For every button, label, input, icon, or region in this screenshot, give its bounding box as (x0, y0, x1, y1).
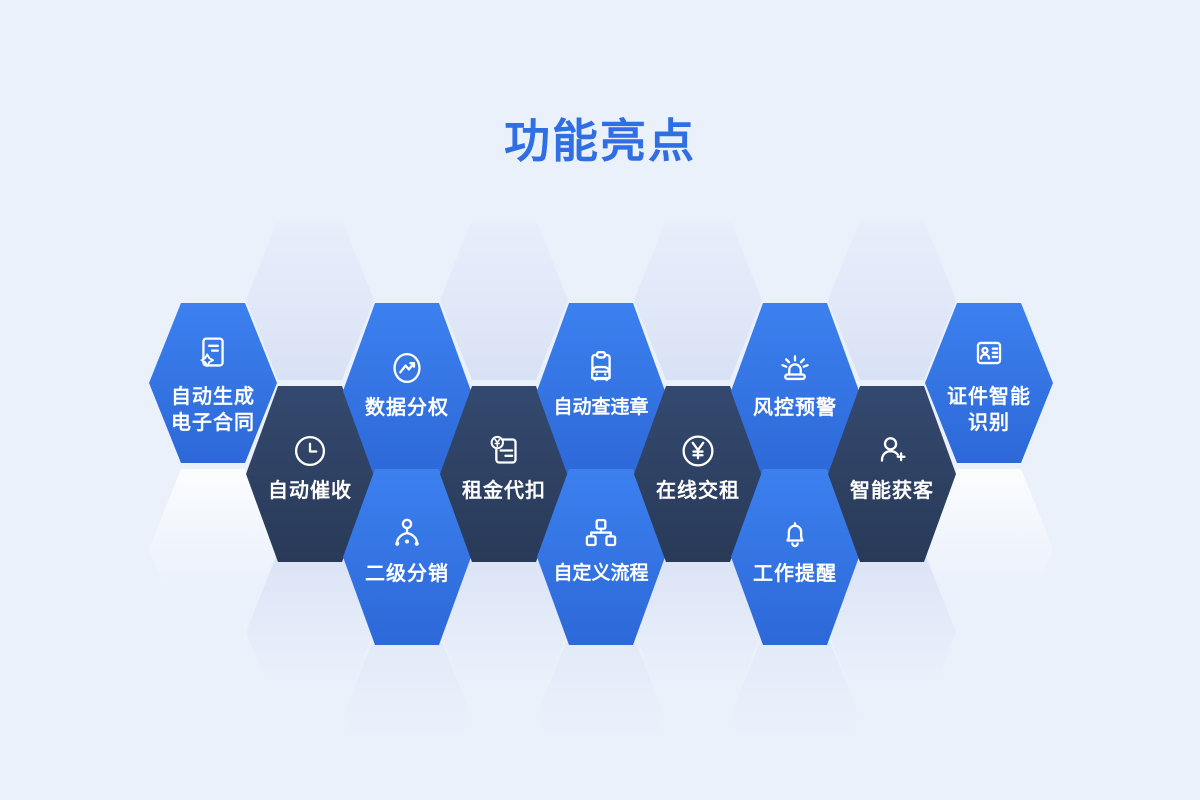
feature-label: 二级分销 (365, 561, 449, 587)
feature-label-line: 自动生成 (171, 386, 255, 408)
feature-label-line: 租金代扣 (462, 480, 546, 502)
flowchart-icon (578, 511, 624, 557)
feature-label-line: 证件智能 (947, 386, 1031, 408)
feature-label-line: 风控预警 (753, 397, 837, 419)
decor-hexagon (440, 220, 568, 380)
feature-label-line: 自动查违章 (553, 397, 649, 418)
trend-circle-icon (384, 345, 430, 391)
feature-label-line: 工作提醒 (753, 563, 837, 585)
feature-label-line: 电子合同 (171, 412, 255, 434)
feature-label-line: 智能获客 (850, 480, 934, 502)
page-title: 功能亮点 (504, 115, 696, 167)
yuan-doc-icon (481, 428, 527, 474)
feature-label-line: 自动催收 (268, 480, 352, 502)
distribution-icon (384, 511, 430, 557)
feature-label-line: 数据分权 (365, 397, 449, 419)
id-card-icon (966, 330, 1012, 376)
yuan-circle-icon (675, 428, 721, 474)
decor-hexagon (634, 220, 762, 380)
feature-label: 租金代扣 (462, 478, 546, 504)
add-user-icon (869, 428, 915, 474)
feature-label-line: 二级分销 (365, 563, 449, 585)
siren-icon (772, 345, 818, 391)
feature-label: 工作提醒 (753, 561, 837, 587)
feature-label-line: 在线交租 (656, 480, 740, 502)
feature-label: 自动生成电子合同 (171, 384, 255, 436)
decor-hexagon (343, 635, 471, 795)
clock-icon (287, 428, 333, 474)
feature-label-line: 识别 (968, 412, 1010, 434)
feature-label: 数据分权 (365, 395, 449, 421)
feature-label: 在线交租 (656, 478, 740, 504)
feature-label: 自定义流程 (553, 561, 648, 587)
feature-label: 风控预警 (753, 395, 837, 421)
feature-label: 自动催收 (268, 478, 352, 504)
feature-label: 证件智能识别 (947, 384, 1031, 436)
car-clipboard-icon (578, 345, 624, 391)
feature-label: 自动查违章 (553, 395, 648, 421)
contract-icon (190, 330, 236, 376)
decor-hexagon (246, 220, 374, 380)
feature-label: 智能获客 (850, 478, 934, 504)
bell-icon (772, 511, 818, 557)
feature-label-line: 自定义流程 (553, 563, 649, 584)
